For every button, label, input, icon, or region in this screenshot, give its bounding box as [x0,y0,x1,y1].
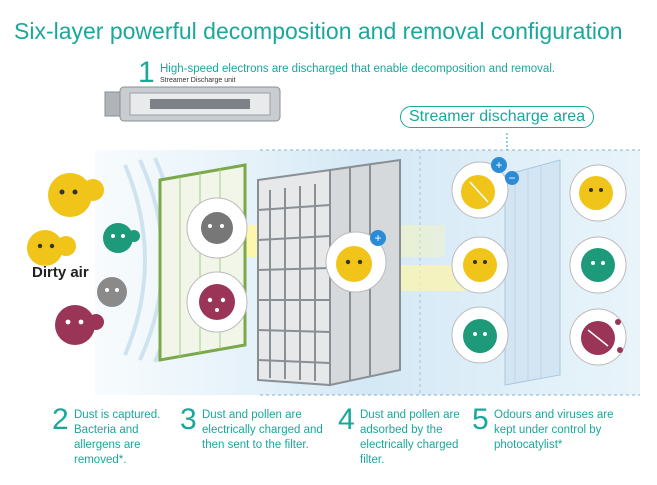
step-5-number: 5 [472,403,489,436]
step-4-text: Dust and pollen are adsorbed by the elec… [360,409,460,466]
step-3-text: Dust and pollen are electrically charged… [202,409,323,451]
magnified-adsorbed-green [451,306,509,364]
step-4-number: 4 [338,403,355,436]
step-5-text: Odours and viruses are kept under contro… [494,409,614,451]
step-2-text: Dust is captured. Bacteria and allergens… [74,409,161,466]
magnified-charged-particle: + [325,230,387,293]
magnified-odour-green [569,236,627,294]
magnified-captured-bacteria [186,271,248,333]
dust-particle-grey [97,277,127,307]
page-title: Six-layer powerful decomposition and rem… [14,18,623,44]
dust-particle-yellow-2 [27,230,76,266]
streamer-discharge-unit [104,86,281,122]
magnified-adsorbed-pollen [451,236,509,294]
svg-text:−: − [508,171,515,185]
magnified-virus-maroon [569,308,627,366]
bacteria-particle-maroon [55,305,104,345]
magnified-odour-yellow [569,164,627,222]
streamer-area-label: Streamer discharge area [400,106,595,128]
electrostatic-filter [257,158,401,387]
step-3-number: 3 [180,403,197,436]
pollen-particle-green [103,223,140,253]
step-1-number: 1 [138,56,155,89]
dust-particle-yellow-1 [48,173,104,217]
svg-text:+: + [374,231,381,245]
photocatalyst-filter [504,159,561,386]
svg-text:+: + [495,158,502,172]
dirty-air-label: Dirty air [32,264,89,281]
step-1-text: High-speed electrons are discharged that… [160,63,556,75]
step-2-number: 2 [52,403,69,436]
magnified-decomposed-particle: + − [451,157,519,219]
magnified-captured-dust [186,197,248,259]
pre-filter [158,163,247,362]
step-1-subtext: Streamer Discharge unit [160,77,236,84]
